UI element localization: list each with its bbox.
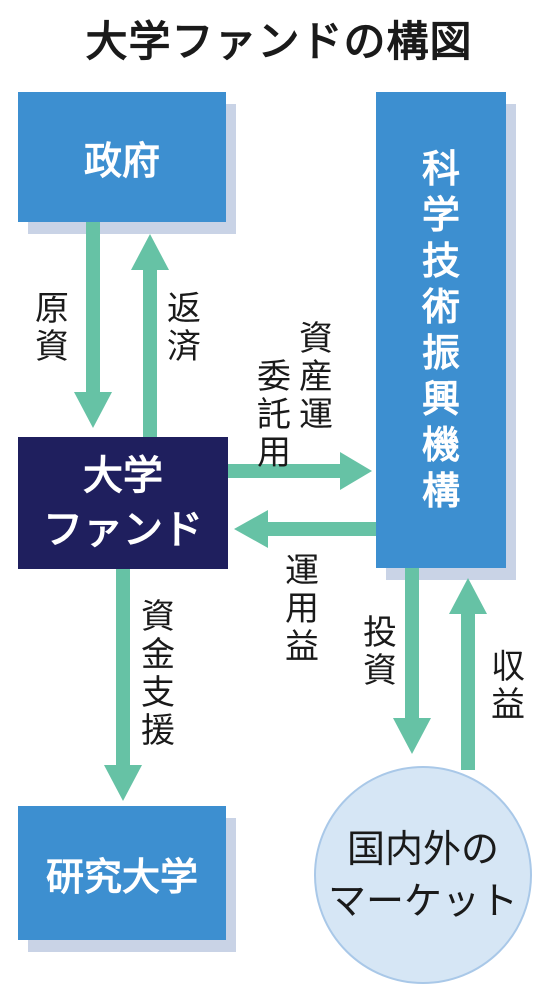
arrow-investment-shaft [405,568,419,718]
government-label: 政府 [83,138,160,183]
market-label: 国内外の マーケット [327,827,518,923]
arrow-asset-mgmt-head [340,452,372,490]
market-circle: 国内外の マーケット [314,766,532,984]
arrow-returns-shaft [268,522,376,536]
arrow-returns-head [234,510,268,548]
jst-label: 科学技術振興機構 [421,147,460,513]
arrow-revenue-shaft [461,614,475,770]
asset-mgmt-label: 資産運 委託用 [256,320,334,472]
arrow-revenue-head [449,578,487,614]
investment-label: 投資 [363,613,397,691]
university-fund-box: 大学 ファンド [18,437,228,569]
asset-mgmt-label-col2: 委託用 [257,357,291,473]
revenue-label: 収益 [491,647,525,725]
capital-label: 原資 [35,289,69,367]
investment-returns-label: 運用益 [285,551,319,667]
university-fund-label: 大学 ファンド [43,453,203,553]
page-title: 大学ファンドの構図 [85,17,473,66]
asset-mgmt-label-col1: 資産運 [299,319,333,435]
arrow-asset-mgmt-shaft [228,464,340,478]
arrow-capital-shaft [86,222,100,392]
repayment-label: 返済 [167,289,201,367]
research-university-label: 研究大学 [45,854,198,899]
financial-support-label: 資金支援 [141,597,175,751]
arrow-investment-head [393,718,431,754]
arrow-repayment-shaft [143,270,157,437]
arrow-capital-head [74,392,112,428]
government-box: 政府 [18,92,226,222]
arrow-support-head [104,765,142,801]
arrow-repayment-head [131,234,169,270]
arrow-support-shaft [116,569,130,765]
research-university-box: 研究大学 [18,806,226,940]
jst-box: 科学技術振興機構 [376,92,506,568]
